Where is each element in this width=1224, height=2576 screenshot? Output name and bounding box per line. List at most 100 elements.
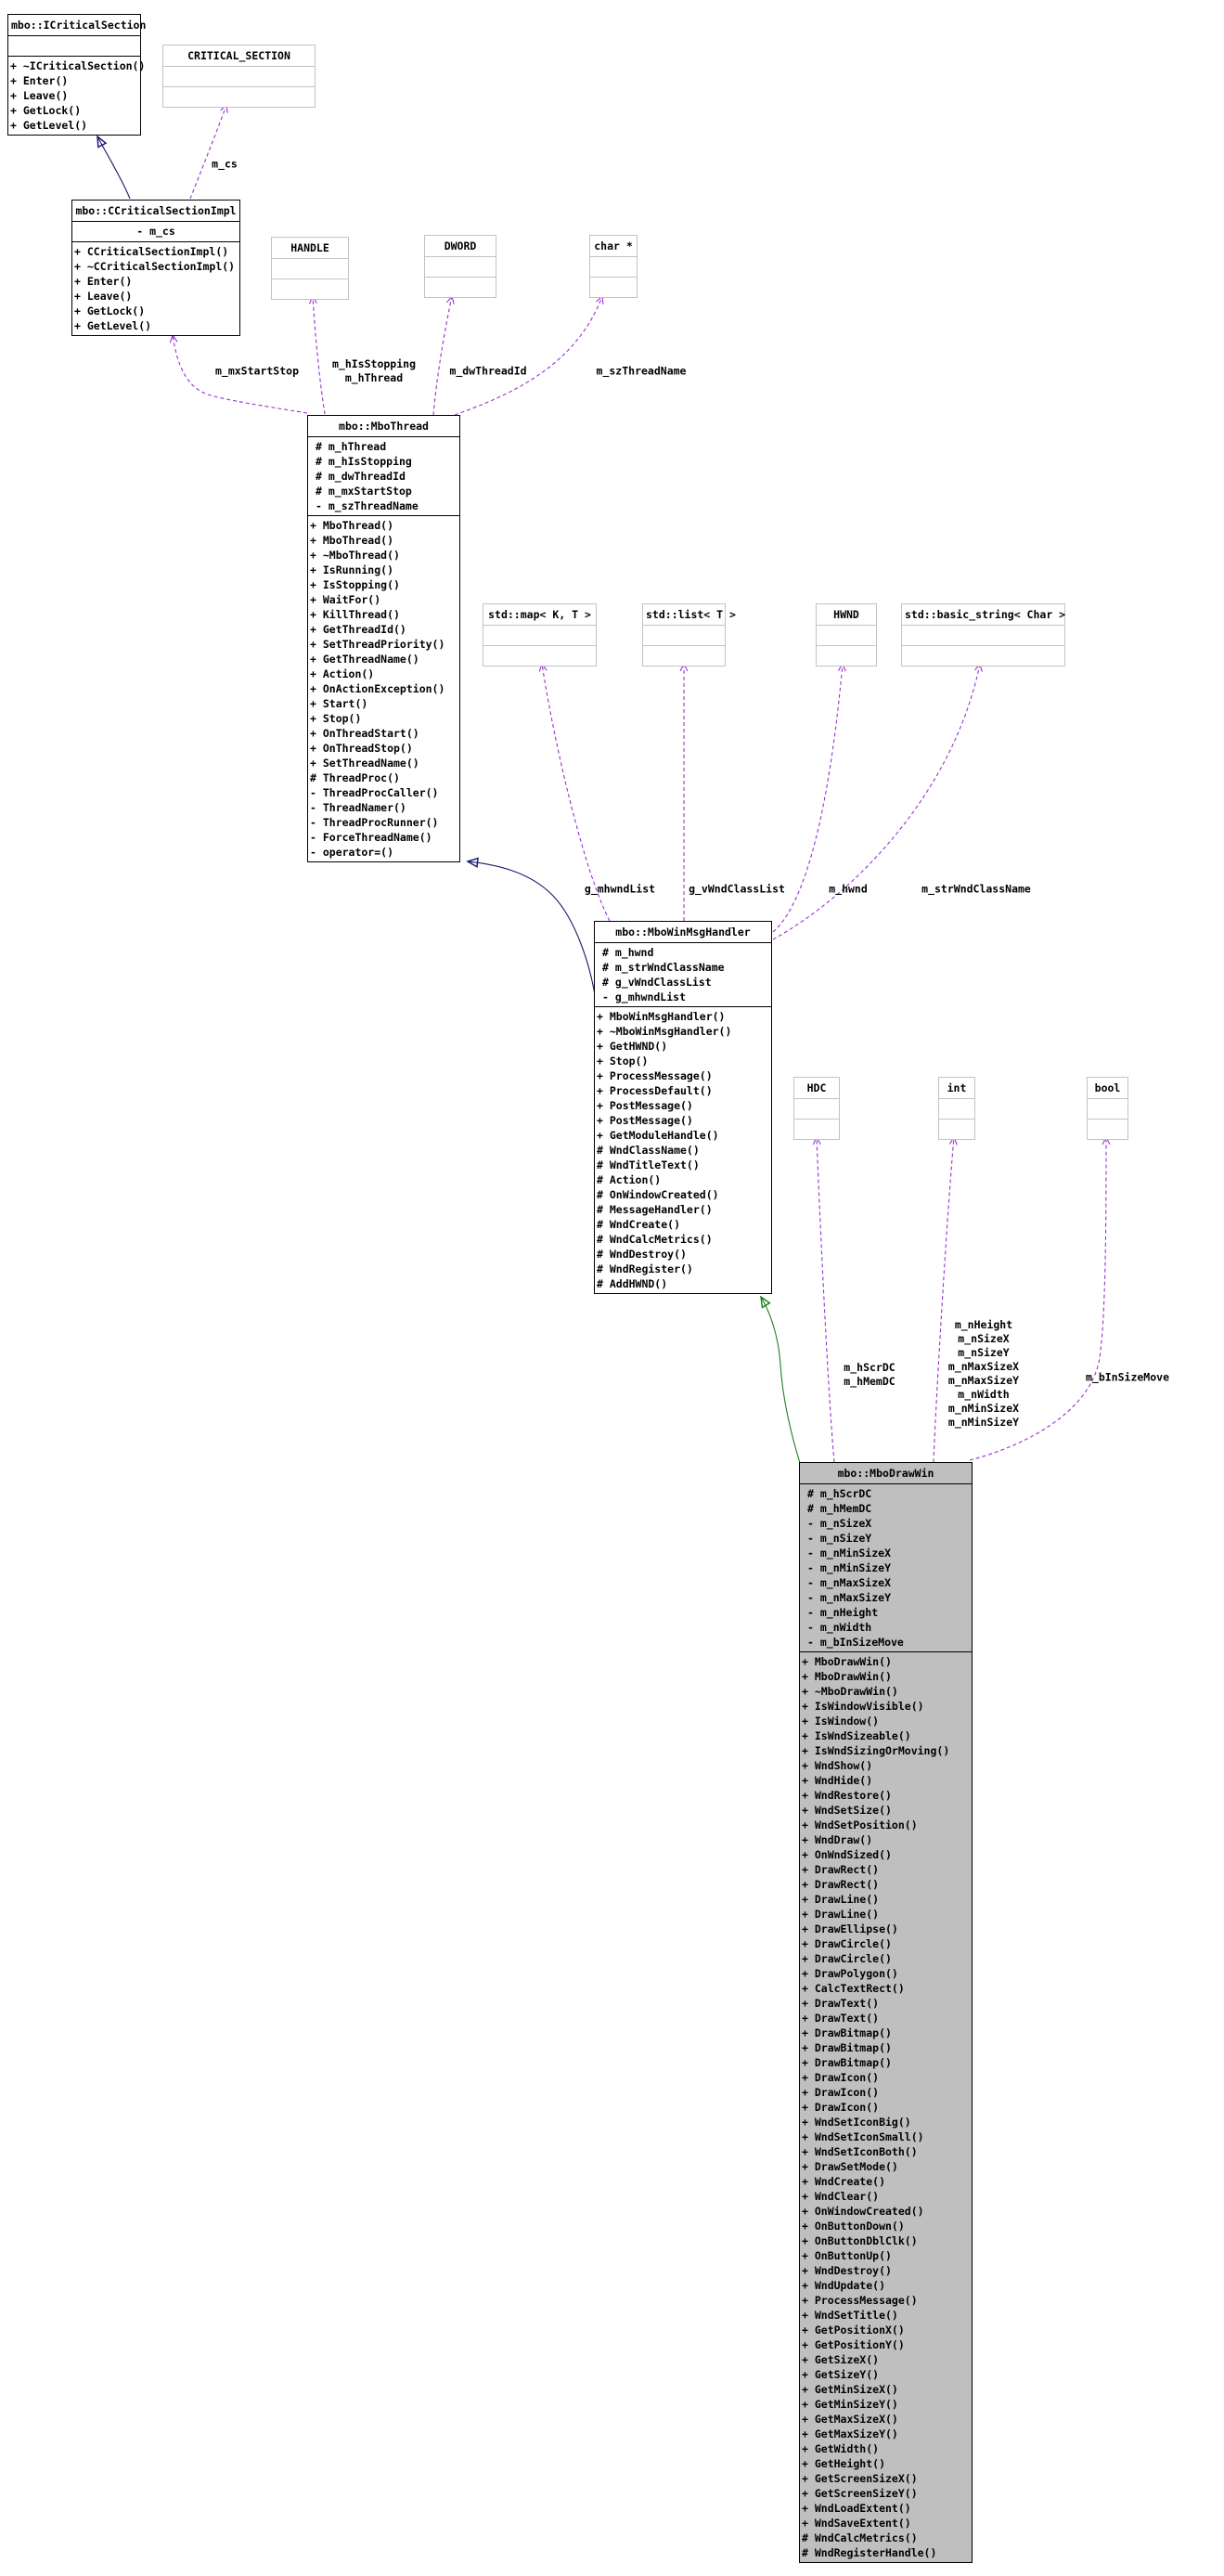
class-attributes-section [1088,1099,1127,1120]
class-method: + KillThread() [310,608,400,621]
class-method: + ProcessMessage() [802,2294,918,2307]
class-method: + GetLock() [10,104,82,117]
class-attribute: - m_nMaxSizeX [807,1576,892,1589]
class-box-handle[interactable]: HANDLE [271,237,349,300]
class-methods-section: + ~ICriticalSection()+ Enter()+ Leave()+… [8,57,145,135]
class-method: # WndRegister() [597,1262,693,1275]
edge-label-int-members: m_nHeight m_nSizeX m_nSizeY m_nMaxSizeX … [947,1318,1020,1429]
class-box-dword[interactable]: DWORD [424,235,496,298]
class-box-mbothread[interactable]: mbo::MboThread# m_hThread# m_hIsStopping… [307,415,460,862]
edge-label-m-strwndclassname: m_strWndClassName [921,882,1031,896]
class-box-mbowinmsghandler[interactable]: mbo::MboWinMsgHandler# m_hwnd# m_strWndC… [594,921,772,1294]
class-attribute: - m_cs [136,225,175,238]
class-method: + Leave() [10,89,69,102]
class-method: + DrawEllipse() [802,1922,898,1935]
class-method: - ThreadNamer() [310,801,406,814]
class-attributes-section: # m_hThread # m_hIsStopping # m_dwThreadId… [308,437,459,516]
class-method: + Start() [310,697,368,710]
class-box-hdc[interactable]: HDC [793,1077,840,1140]
class-method: + GetScreenSizeY() [802,2487,918,2500]
class-method: + WndRestore() [802,1789,892,1802]
class-method: + CCriticalSectionImpl() [74,245,229,258]
class-method: # MessageHandler() [597,1203,713,1216]
class-box-char-ptr[interactable]: char * [589,235,638,298]
class-method: + DrawBitmap() [802,2026,892,2039]
edge-m-hscrdc [817,1137,835,1463]
class-method: + WndHide() [802,1774,873,1787]
class-method: + OnButtonDown() [802,2220,905,2233]
class-method: + ProcessDefault() [597,1084,713,1097]
class-box-std-map[interactable]: std::map< K, T > [483,603,597,667]
class-method: + DrawIcon() [802,2071,880,2084]
class-method: + IsWindow() [802,1715,880,1728]
class-method: + GetLock() [74,304,146,317]
class-method: + OnButtonUp() [802,2249,892,2262]
class-box-critical-section[interactable]: CRITICAL_SECTION [162,45,316,108]
class-method: + GetThreadId() [310,623,406,636]
class-box-int[interactable]: int [938,1077,975,1140]
class-attributes-section [425,257,496,278]
class-attributes-section [272,259,348,279]
class-attributes-section [794,1099,839,1120]
class-method: + WndUpdate() [802,2279,886,2292]
class-method: + WndSetIconBig() [802,2116,911,2129]
class-box-icriticalsection[interactable]: mbo::ICriticalSection+ ~ICriticalSection… [7,14,146,136]
class-methods-section [1088,1120,1127,1139]
class-method: + OnThreadStart() [310,727,419,740]
class-box-hwnd[interactable]: HWND [816,603,877,667]
class-attribute: - m_szThreadName [316,499,419,512]
class-method: + GetSizeY() [802,2368,880,2381]
class-method: + DrawCircle() [802,1952,892,1965]
class-methods-section: + CCriticalSectionImpl()+ ~CCriticalSect… [72,242,239,335]
class-method: + MboDrawWin() [802,1670,892,1683]
class-method: + MboWinMsgHandler() [597,1010,726,1023]
edge-m-szthreadname [454,296,602,416]
class-box-mbodrawwin[interactable]: mbo::MboDrawWin# m_hScrDC# m_hMemDC- m_n… [799,1462,973,2563]
class-attribute: # m_dwThreadId [316,470,406,483]
class-method: + WndSetPosition() [802,1819,918,1832]
class-title: HANDLE [272,238,348,259]
edge-label-g-vwndclasslist: g_vWndClassList [689,882,785,896]
class-method: + WndSetTitle() [802,2309,898,2322]
class-methods-section [817,646,876,666]
class-box-ccriticalsectionimpl[interactable]: mbo::CCriticalSectionImpl- m_cs+ CCritic… [71,200,240,336]
class-methods-section [939,1120,974,1139]
class-method: + WndSaveExtent() [802,2517,911,2530]
class-methods-section [425,278,496,297]
edge-label-m-szthreadname: m_szThreadName [596,364,687,378]
class-method: + MboDrawWin() [802,1655,892,1668]
class-box-std-list[interactable]: std::list< T > [642,603,736,667]
class-methods-section: + MboThread()+ MboThread()+ ~MboThread()… [308,516,459,861]
class-method: + WndDraw() [802,1833,873,1846]
edge-m-dwthreadid [432,296,452,416]
edge-m-strwndclassname [772,664,980,940]
edge-label-m-binsizemove: m_bInSizeMove [1085,1370,1170,1384]
class-method: + SetThreadPriority() [310,638,445,651]
class-method: # ThreadProc() [310,771,400,784]
class-method: + GetLevel() [74,319,152,332]
class-method: + WndCreate() [802,2175,886,2188]
class-method: + GetScreenSizeX() [802,2472,918,2485]
class-attribute: - m_nHeight [807,1606,879,1619]
class-attribute: # m_hIsStopping [316,455,412,468]
class-title: mbo::MboWinMsgHandler [595,922,771,943]
class-method: - ForceThreadName() [310,831,432,844]
class-method: + WndSetIconSmall() [802,2130,924,2143]
class-box-bool[interactable]: bool [1087,1077,1128,1140]
class-attributes-section [939,1099,974,1120]
class-method: + DrawIcon() [802,2086,880,2099]
class-method: + GetModuleHandle() [597,1129,719,1142]
class-method: + OnWndSized() [802,1848,892,1861]
class-method: + OnThreadStop() [310,742,413,755]
class-box-std-basic-string[interactable]: std::basic_string< Char > [901,603,1065,667]
class-method: - ThreadProcCaller() [310,786,439,799]
class-method: # WndClassName() [597,1144,700,1157]
class-attribute: - m_nMinSizeY [807,1561,892,1574]
class-method: + GetMinSizeY() [802,2398,898,2411]
class-methods-section [902,646,1064,666]
class-methods-section: + MboWinMsgHandler()+ ~MboWinMsgHandler(… [595,1007,771,1293]
class-method: + ~MboDrawWin() [802,1685,898,1698]
class-title: HDC [794,1078,839,1099]
class-attribute: # m_hThread [316,440,387,453]
